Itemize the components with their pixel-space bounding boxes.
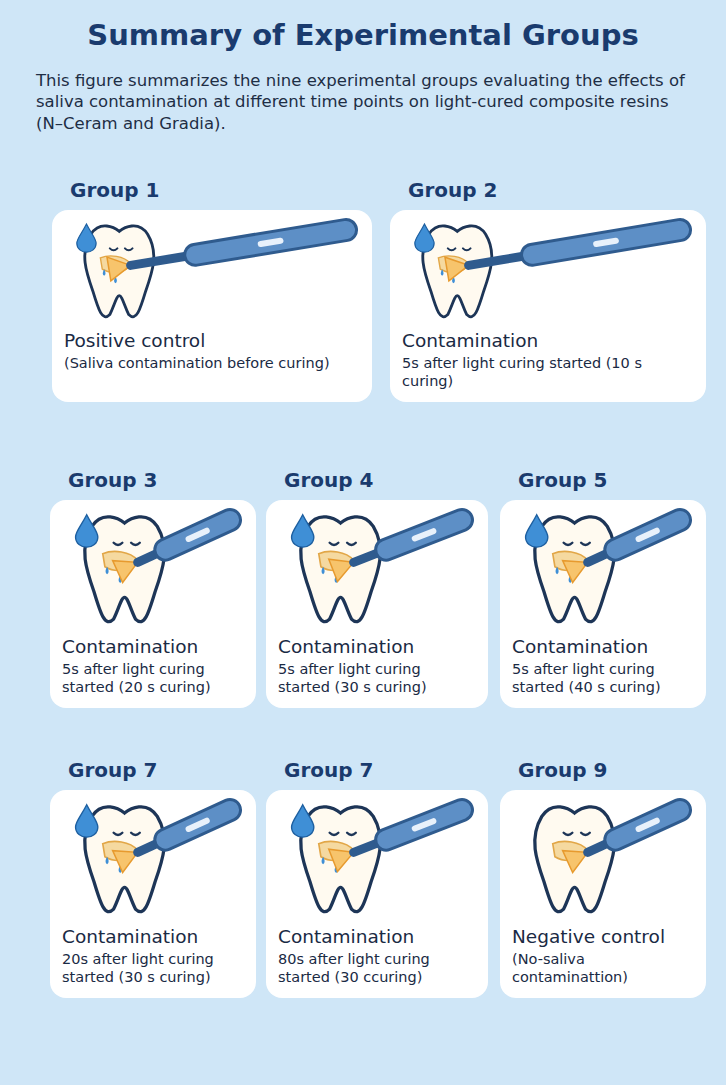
saliva-drop [292,805,314,837]
curing-light [113,520,230,582]
group-panel: Group 3Contamination5s after light curin… [50,468,256,708]
group-heading: Group 4 [266,468,488,500]
tooth-illustration [64,216,360,328]
curing-light [563,810,680,872]
group-heading: Group 9 [500,758,706,790]
tooth [77,224,154,317]
group-label: Positive control [64,330,360,352]
group-heading: Group 7 [50,758,256,790]
curing-light [329,520,462,582]
saliva-drop [292,515,314,547]
curing-light [563,520,680,582]
tooth [526,515,615,622]
tooth-illustration [512,506,694,634]
saliva-drop [76,515,98,547]
tooth-illustration [278,796,476,924]
tooth-illustration [62,796,244,924]
panel-card: Contamination5s after light curing start… [500,500,706,708]
caption: This figure summarizes the nine experime… [36,70,696,134]
group-label: Contamination [278,926,476,948]
tooth-illustration [402,216,694,328]
tooth-illustration [62,506,244,634]
group-heading: Group 3 [50,468,256,500]
group-panel: Group 2Contamination5s after light curin… [390,178,706,402]
group-description: 5s after light curing started (10 s curi… [402,354,694,390]
tooth [415,224,492,317]
group-panel: Group 9Negative control(No-saliva contam… [500,758,706,998]
group-panel: Group 1 Positive control (Saliva contamina… [52,178,372,402]
group-description: 5s after light curing started (40 s curi… [512,660,694,696]
tooth-illustration [512,796,694,924]
group-description: 5s after light curing started (20 s curi… [62,660,244,696]
group-heading: Group 2 [390,178,706,210]
curing-light [107,230,346,281]
group-label: Contamination [278,636,476,658]
panel-card: Contamination80s after light curing star… [266,790,488,998]
group-description: (No-saliva contaminattion) [512,950,694,986]
group-label: Contamination [512,636,694,658]
panel-card: Contamination5s after light curing start… [50,500,256,708]
tooth [76,805,165,912]
panel-card: Contamination20s after light curing star… [50,790,256,998]
group-description: 5s after light curing started (30 s curi… [278,660,476,696]
group-panel: Group 4Contamination5s after light curin… [266,468,488,708]
group-panel: Group 7Contamination80s after light curi… [266,758,488,998]
curing-light [329,810,462,872]
curing-light [445,230,680,281]
group-label: Contamination [402,330,694,352]
title: Summary of Experimental Groups [10,18,716,52]
tooth [76,515,165,622]
saliva-drop [76,805,98,837]
saliva-drop [526,515,548,547]
group-heading: Group 5 [500,468,706,500]
group-label: Contamination [62,636,244,658]
group-heading: Group 7 [266,758,488,790]
group-description: 20s after light curing started (30 s cur… [62,950,244,986]
group-panel: Group 7Contamination20s after light curi… [50,758,256,998]
panel-card: Contamination5s after light curing start… [266,500,488,708]
panel-card: Negative control(No-saliva contaminattio… [500,790,706,998]
tooth [535,807,615,912]
group-description: 80s after light curing started (30 ccuri… [278,950,476,986]
group-description: (Saliva contamination before curing) [64,354,360,372]
tooth [292,515,381,622]
saliva-drop [415,224,434,252]
curing-light [113,810,230,872]
group-heading: Group 1 [52,178,372,210]
tooth [292,805,381,912]
panel-card: Positive control (Saliva contamination be… [52,210,372,402]
saliva-drop [77,224,96,252]
panel-card: Contamination5s after light curing start… [390,210,706,402]
tooth-illustration [278,506,476,634]
group-panel: Group 5Contamination5s after light curin… [500,468,706,708]
group-label: Contamination [62,926,244,948]
group-label: Negative control [512,926,694,948]
